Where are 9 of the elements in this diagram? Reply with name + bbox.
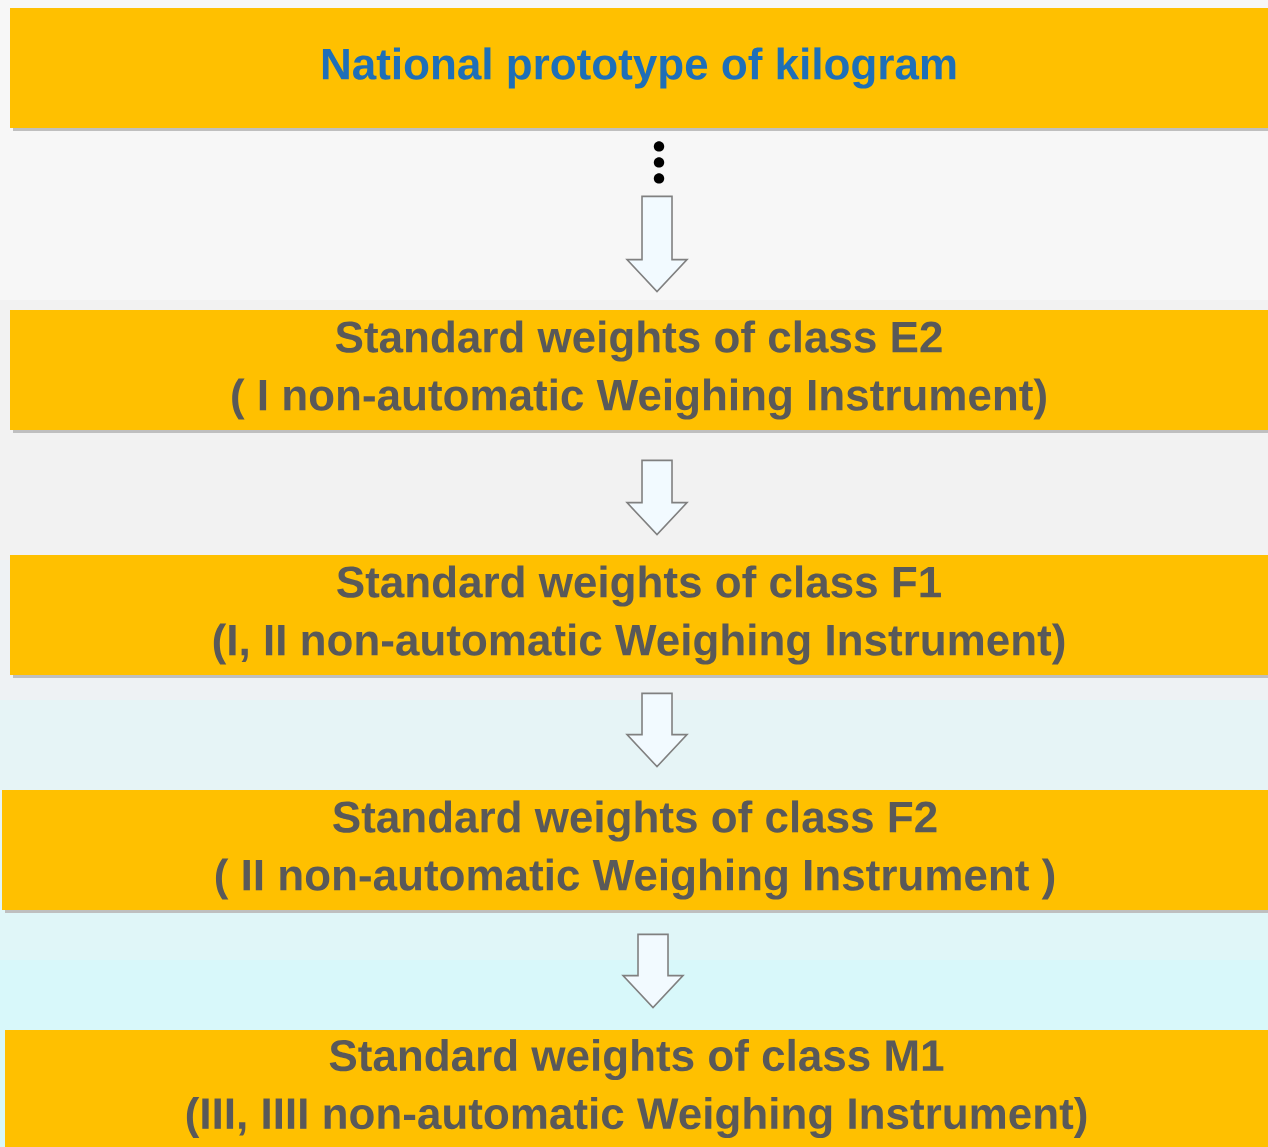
arrow [625, 692, 689, 768]
arrow [625, 141, 689, 293]
band-box: Standard weights of class M1 (III, IIII non-automatic Weighing Instrument) [5, 1030, 1268, 1147]
band-box: National prototype of kilogram [10, 8, 1268, 131]
band-box: Standard weights of class F2 ( II non-automatic Weighing Instrument ) [2, 790, 1268, 913]
band-box: Standard weights of class E2 ( I non-automatic Weighing Instrument) [10, 310, 1268, 433]
arrow [625, 459, 689, 536]
band-box: Standard weights of class F1 (I, II non-automatic Weighing Instrument) [10, 555, 1268, 678]
arrow [621, 933, 685, 1009]
